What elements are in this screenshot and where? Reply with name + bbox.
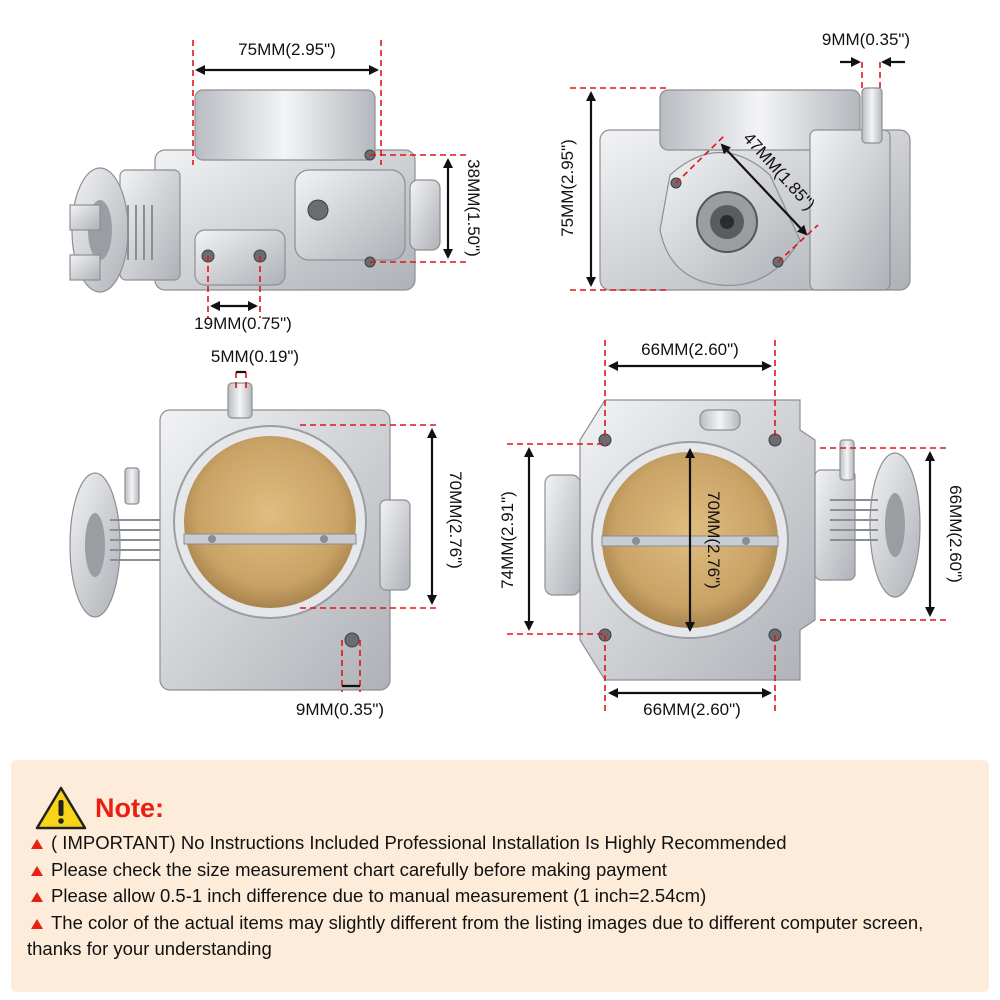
- dim-bottom-right-bore: 70MM(2.76"): [704, 491, 723, 589]
- note-item: Please check the size measurement chart …: [27, 857, 982, 884]
- note-panel: Note: ( IMPORTANT) No Instructions Inclu…: [11, 760, 989, 992]
- dim-bottom-left-top: 5MM(0.19"): [211, 347, 299, 366]
- red-triangle-bullet-icon: [31, 865, 43, 876]
- throttle-body-dimension-diagram: 75MM(2.95") 38MM(1.50") 19MM(0.75") 9MM(…: [69, 30, 965, 719]
- dim-bottom-left-bottom: 9MM(0.35"): [296, 700, 384, 719]
- top-right-end-view: [599, 87, 911, 291]
- note-item: ( IMPORTANT) No Instructions Included Pr…: [27, 830, 982, 857]
- dim-bottom-left-bore: 70MM(2.76"): [446, 471, 465, 569]
- warning-triangle-icon: [35, 786, 87, 830]
- dim-bottom-right-bottom: 66MM(2.60"): [643, 700, 741, 719]
- dim-bottom-right-left: 74MM(2.91"): [498, 491, 517, 589]
- dim-top-right-pin: 9MM(0.35"): [822, 30, 910, 49]
- red-triangle-bullet-icon: [31, 918, 43, 929]
- note-list: ( IMPORTANT) No Instructions Included Pr…: [27, 830, 982, 963]
- note-item: The color of the actual items may slight…: [27, 911, 924, 960]
- note-header: Note:: [35, 786, 164, 830]
- dim-bottom-right-top: 66MM(2.60"): [641, 340, 739, 359]
- bottom-left-bore-view: [69, 382, 411, 691]
- dim-bottom-right-right: 66MM(2.60"): [946, 485, 965, 583]
- note-title: Note:: [95, 792, 164, 823]
- dim-top-left-height: 38MM(1.50"): [464, 159, 483, 257]
- red-triangle-bullet-icon: [31, 839, 43, 849]
- top-left-side-view: [69, 89, 441, 293]
- dim-top-left-width: 75MM(2.95"): [238, 40, 336, 59]
- note-item: Please allow 0.5-1 inch difference due t…: [27, 883, 982, 910]
- red-triangle-bullet-icon: [31, 892, 43, 902]
- bottom-right-bore-view: [544, 399, 921, 681]
- dim-top-right-height: 75MM(2.95"): [558, 139, 577, 237]
- dim-top-left-bottom: 19MM(0.75"): [194, 314, 292, 333]
